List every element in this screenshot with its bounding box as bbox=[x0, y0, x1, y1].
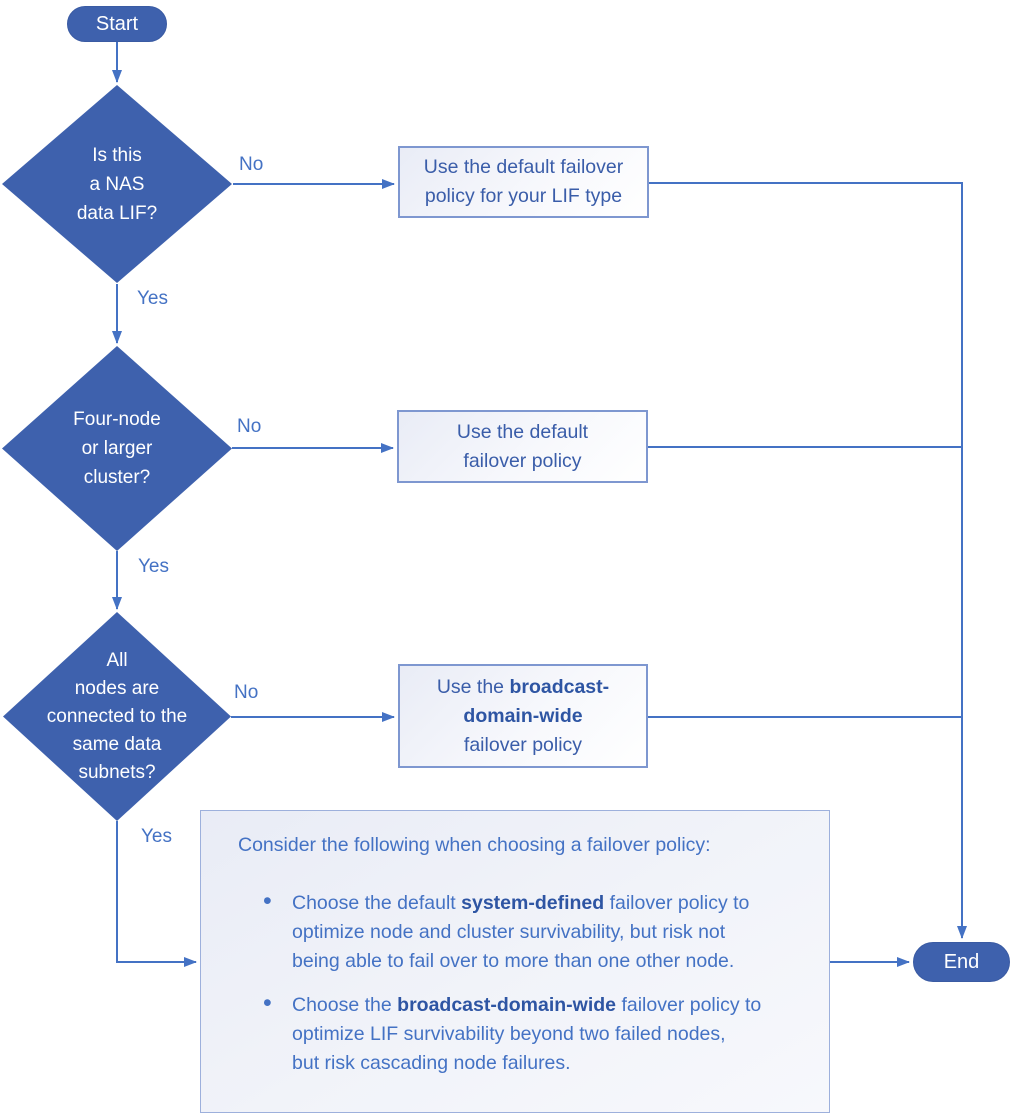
decision-subnets-label: All nodes are connected to the same data… bbox=[46, 649, 188, 783]
end-node: End bbox=[913, 942, 1010, 982]
edge-label-no-2: No bbox=[237, 416, 262, 437]
edge-subnets-yes bbox=[116, 821, 197, 967]
end-label: End bbox=[943, 950, 980, 973]
start-label: Start bbox=[95, 12, 139, 35]
consider-bullet-list: Choose the default system-defined failov… bbox=[263, 887, 805, 1078]
edge-label-no-3: No bbox=[234, 682, 259, 703]
result-box-default-policy-label: Use the default failover policy bbox=[456, 420, 589, 472]
result-box-default-lif-type-label: Use the default failover policy for your… bbox=[423, 156, 624, 207]
decision-cluster-label: Four-node or larger cluster? bbox=[73, 409, 161, 488]
start-node: Start bbox=[67, 6, 167, 42]
edge-label-yes-2: Yes bbox=[138, 556, 169, 577]
result-box-broadcast-domain-wide: Use the broadcast- domain-wide failover … bbox=[398, 664, 648, 768]
result-box-default-policy: Use the default failover policy bbox=[397, 410, 648, 483]
consider-note-title: Consider the following when choosing a f… bbox=[238, 834, 711, 856]
result-box-default-lif-type: Use the default failover policy for your… bbox=[398, 146, 649, 218]
bullet-item-broadcast-domain-wide: Choose the broadcast-domain-wide failove… bbox=[263, 989, 805, 1078]
consider-note-box: Consider the following when choosing a f… bbox=[200, 810, 830, 1113]
decision-nas-label: Is this a NAS data LIF? bbox=[76, 144, 158, 224]
edge-label-yes-3: Yes bbox=[141, 826, 172, 847]
edge-label-no-1: No bbox=[239, 154, 264, 175]
result-box-broadcast-label: Use the broadcast- domain-wide failover … bbox=[436, 675, 610, 756]
bullet-item-system-defined: Choose the default system-defined failov… bbox=[263, 887, 805, 976]
edge-label-yes-1: Yes bbox=[137, 288, 168, 309]
edge-box1-to-end-rail bbox=[649, 182, 967, 939]
